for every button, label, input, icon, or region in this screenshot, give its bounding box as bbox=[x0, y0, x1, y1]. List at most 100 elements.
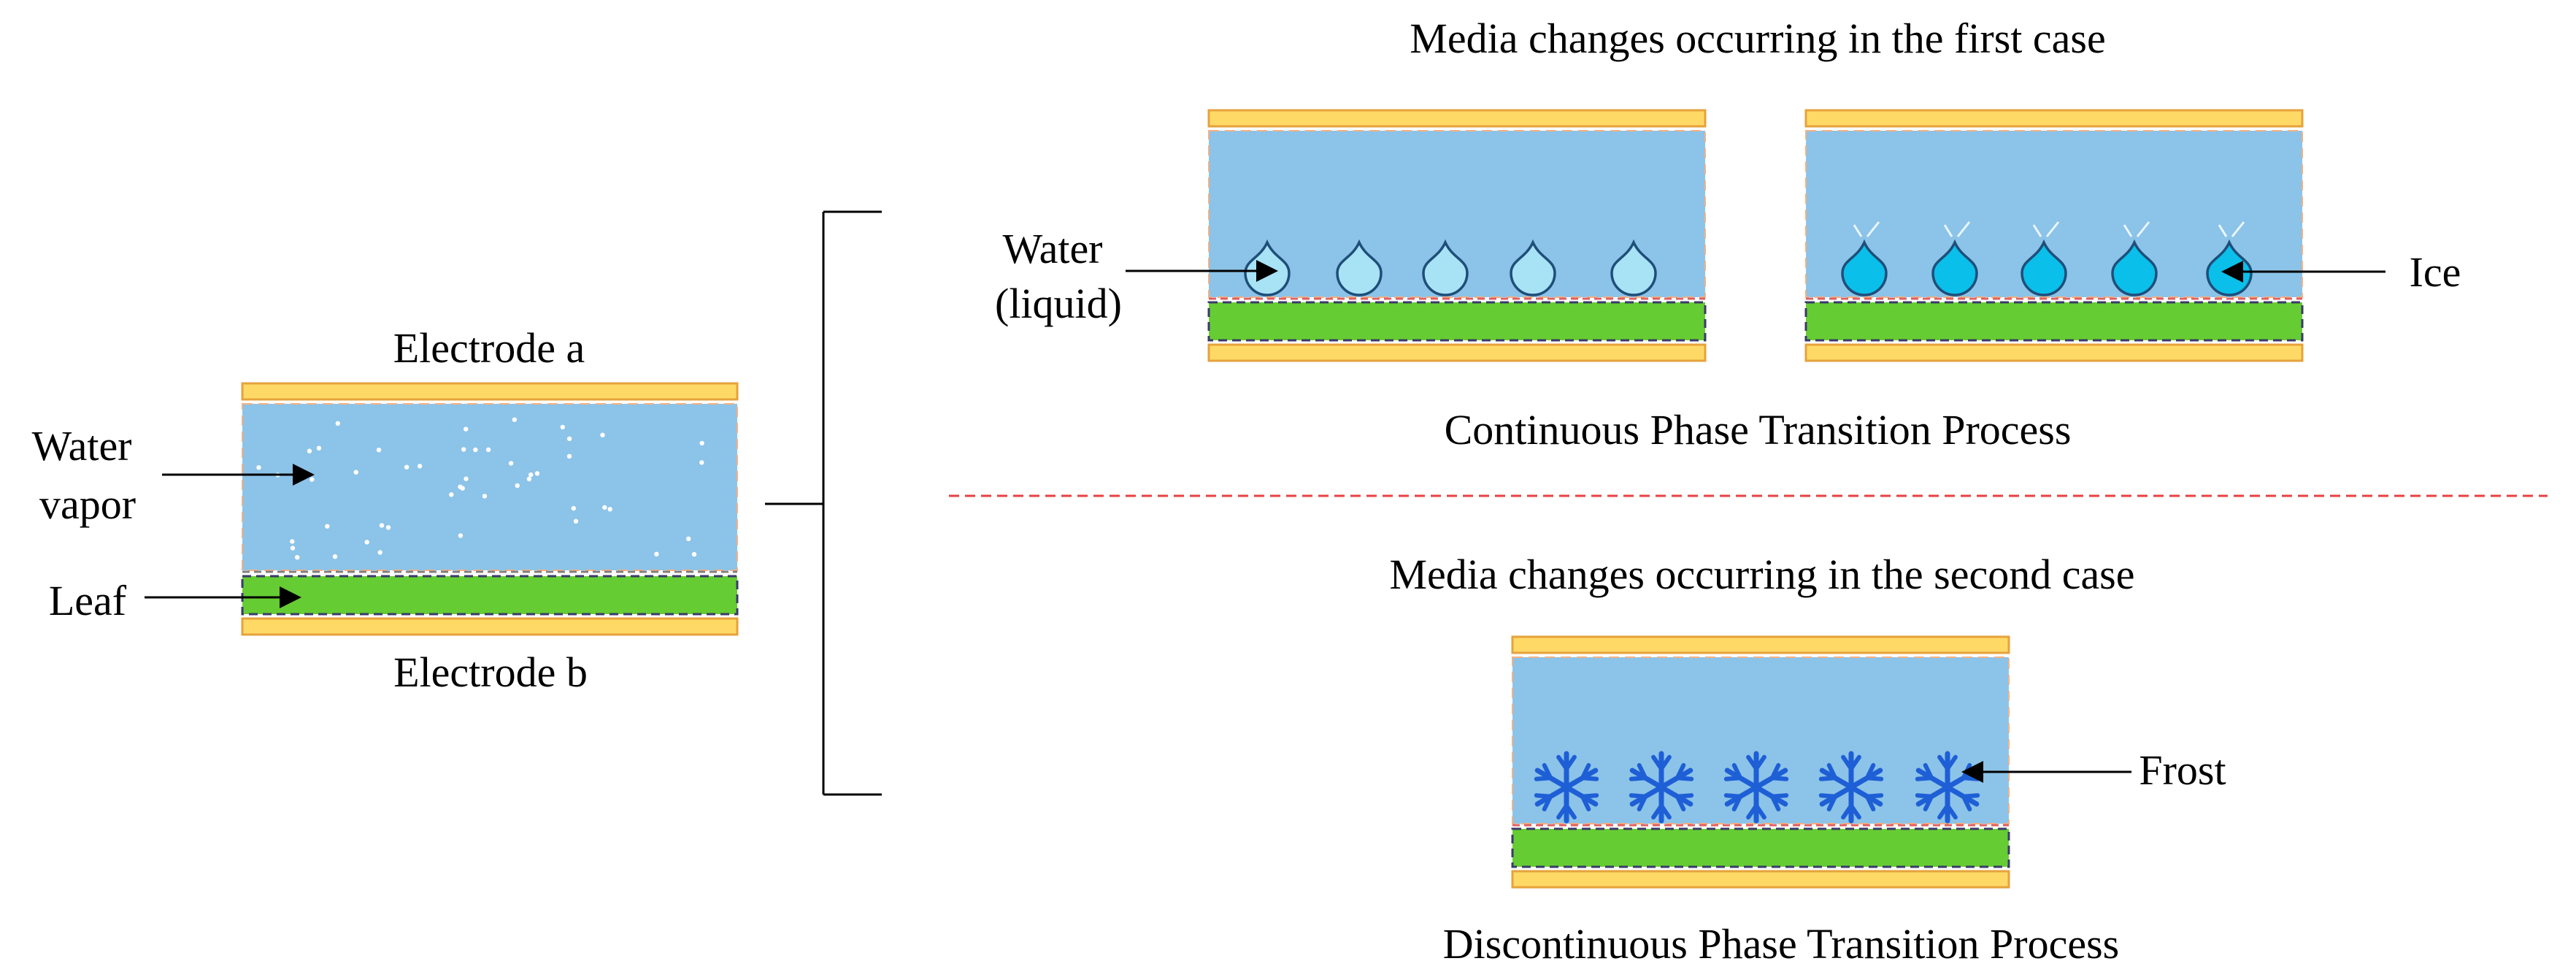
ice-droplet bbox=[1841, 239, 1888, 296]
electrode-a-label: Electrode a bbox=[393, 324, 585, 372]
electrode-b-label: Electrode b bbox=[393, 648, 588, 696]
vapor-particle bbox=[376, 448, 382, 453]
vapor-particle bbox=[295, 555, 300, 560]
vapor-particle bbox=[404, 464, 410, 470]
electrode-top bbox=[1207, 109, 1707, 128]
left-panel: Electrode a Electrode b Water vapor Leaf bbox=[31, 324, 739, 696]
vapor-particle bbox=[461, 447, 466, 452]
ice-sparkle bbox=[1866, 221, 1880, 237]
ice-sparkle bbox=[2136, 221, 2150, 237]
water-liquid-label-line2: (liquid) bbox=[995, 280, 1122, 327]
frost-crystals bbox=[1534, 751, 1980, 824]
ice-sparkle bbox=[2123, 224, 2133, 237]
electrode-bottom bbox=[1804, 343, 2304, 362]
ice-sparkle bbox=[2231, 221, 2245, 237]
first-case-section: Media changes occurring in the first cas… bbox=[995, 15, 2461, 453]
ice-label: Ice bbox=[2410, 248, 2461, 296]
vapor-particle bbox=[256, 465, 261, 470]
leaf bbox=[1207, 301, 1707, 342]
ice-droplet bbox=[2111, 239, 2158, 296]
electrode-b bbox=[241, 617, 739, 636]
vapor-particle bbox=[290, 545, 296, 551]
electrode-a bbox=[241, 382, 739, 401]
vapor-particle bbox=[566, 453, 572, 459]
water-droplet bbox=[1510, 239, 1556, 296]
snowflake-icon bbox=[1818, 751, 1884, 824]
vapor-particle bbox=[464, 426, 469, 432]
second-case-section: Media changes occurring in the second ca… bbox=[1389, 551, 2226, 968]
vapor-particle bbox=[607, 507, 612, 512]
vapor-particle bbox=[482, 494, 488, 499]
vapor-particle bbox=[560, 424, 565, 430]
vapor-particle bbox=[691, 551, 697, 557]
ice-sparkle bbox=[2045, 221, 2060, 237]
second-case-title: Media changes occurring in the second ca… bbox=[1389, 551, 2134, 598]
vapor-particle bbox=[458, 484, 463, 489]
water-vapor-label-line2: vapor bbox=[39, 481, 136, 528]
vapor-particle bbox=[485, 447, 491, 452]
ice-sparkle bbox=[1943, 224, 1953, 237]
ice-sparkle bbox=[1853, 224, 1863, 237]
ice-sparkle bbox=[2218, 224, 2228, 237]
snowflake-icon bbox=[1534, 751, 1599, 824]
frost-label: Frost bbox=[2139, 746, 2226, 794]
vapor-particle bbox=[571, 505, 576, 511]
electrode-top bbox=[1804, 109, 2304, 128]
vapor-particle bbox=[335, 421, 340, 426]
ice-droplet bbox=[1931, 239, 1978, 296]
liquid-water-panel bbox=[1207, 109, 1707, 362]
leaf-label: Leaf bbox=[49, 577, 127, 624]
electrode-bottom bbox=[1207, 343, 1707, 362]
vapor-particle bbox=[528, 472, 534, 478]
ice-sparkle bbox=[2032, 224, 2042, 237]
ice-droplet bbox=[2021, 239, 2067, 296]
vapor-particle bbox=[377, 550, 382, 555]
vapor-particle bbox=[508, 461, 514, 466]
vapor-particle bbox=[449, 492, 454, 497]
vapor-particle bbox=[473, 447, 478, 453]
vapor-particle bbox=[316, 445, 322, 451]
vapor-particle bbox=[515, 483, 520, 489]
vapor-particle bbox=[512, 417, 518, 422]
vapor-particle bbox=[566, 436, 572, 441]
branch-bracket bbox=[765, 210, 882, 796]
leaf bbox=[1511, 827, 2010, 868]
electrode-top bbox=[1511, 635, 2010, 654]
vapor-particle bbox=[526, 476, 532, 482]
leaf bbox=[1804, 301, 2304, 342]
second-case-caption: Discontinuous Phase Transition Process bbox=[1443, 920, 2119, 968]
vapor-particle bbox=[332, 554, 338, 559]
vapor-particle bbox=[602, 505, 607, 510]
vapor-particle bbox=[364, 540, 369, 545]
vapor-particle bbox=[654, 551, 659, 556]
frost-panel bbox=[1511, 635, 2010, 889]
ice-sparkle bbox=[1956, 221, 1971, 237]
vapor-particle bbox=[686, 536, 691, 541]
vapor-particle bbox=[309, 477, 315, 482]
leaf bbox=[241, 575, 739, 616]
vapor-particle bbox=[573, 518, 579, 524]
water-vapor-label-line1: Water bbox=[31, 422, 131, 470]
water-liquid-label-line1: Water bbox=[1002, 225, 1102, 272]
water-droplet bbox=[1610, 239, 1657, 296]
snowflake-icon bbox=[1629, 751, 1694, 824]
vapor-particles bbox=[256, 417, 704, 560]
vapor-particle bbox=[464, 476, 469, 481]
water-vapor-medium bbox=[242, 403, 738, 571]
water-droplet bbox=[1422, 239, 1469, 296]
vapor-particle bbox=[353, 470, 358, 475]
first-case-title: Media changes occurring in the first cas… bbox=[1410, 15, 2105, 62]
first-case-caption: Continuous Phase Transition Process bbox=[1445, 406, 2072, 453]
snowflake-icon bbox=[1723, 751, 1789, 824]
vapor-particle bbox=[417, 464, 423, 469]
vapor-particle bbox=[385, 525, 391, 530]
vapor-particle bbox=[458, 533, 464, 538]
vapor-particle bbox=[325, 524, 330, 529]
electrode-bottom bbox=[1511, 870, 2010, 889]
vapor-particle bbox=[379, 523, 385, 528]
vapor-particle bbox=[699, 440, 704, 446]
vapor-particle bbox=[600, 432, 605, 437]
water-droplet bbox=[1336, 239, 1383, 296]
vapor-particle bbox=[307, 448, 312, 453]
